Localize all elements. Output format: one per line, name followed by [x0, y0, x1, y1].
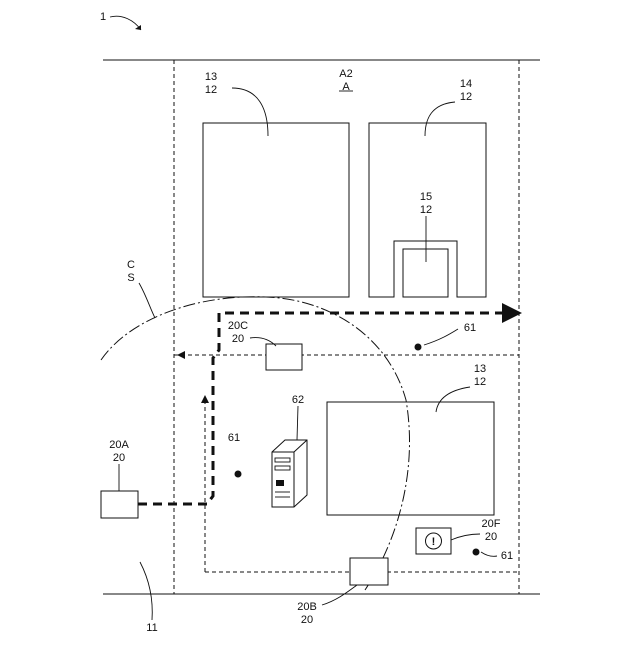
route-upper-arrowhead — [177, 351, 185, 359]
device-20b — [350, 558, 388, 585]
device-20c-ref: 20C — [228, 320, 248, 332]
device-20f-group: 20 — [485, 531, 497, 543]
server-leader — [297, 406, 298, 440]
obstacle-lower-ref: 13 — [474, 363, 486, 375]
gate-group: 12 — [420, 204, 432, 216]
obstacle-lower — [327, 402, 494, 515]
road-leader — [140, 562, 152, 620]
figure-reference: 1 — [100, 11, 141, 30]
obstacle-lower-group: 12 — [474, 376, 486, 388]
obstacle-upper-left — [203, 123, 349, 297]
device-20b-group: 20 — [301, 614, 313, 626]
path-point-top-leader — [424, 329, 458, 345]
obstacle-upper-right-leader — [425, 102, 455, 136]
device-20a-ref: 20A — [109, 439, 129, 451]
range-group-label: S — [127, 272, 134, 284]
figure-number: 1 — [100, 11, 106, 23]
server-icon — [272, 440, 307, 507]
figure-leader — [110, 16, 141, 30]
obstacle-upper-right-group: 12 — [460, 91, 472, 103]
range-leader — [139, 283, 155, 318]
device-20f-leader — [451, 534, 480, 540]
device-20b-ref: 20B — [297, 601, 317, 613]
device-20c-group: 20 — [232, 333, 244, 345]
device-20a — [101, 491, 138, 518]
area-label: A2 A — [339, 68, 353, 93]
range-ref-label: C — [127, 259, 135, 271]
device-20f-ref: 20F — [482, 518, 501, 530]
area-ref-label: A2 — [339, 68, 352, 80]
obstacle-upper-left-group: 12 — [205, 84, 217, 96]
server-ref: 62 — [292, 394, 304, 406]
alert-symbol: ! — [432, 536, 436, 548]
device-20b-leader — [322, 585, 357, 605]
road-ref: 11 — [146, 622, 157, 634]
obstacle-upper-left-ref: 13 — [205, 71, 217, 83]
path-point-left — [235, 471, 242, 478]
path-point-bottom — [473, 549, 480, 556]
device-20c — [266, 344, 302, 370]
gate-ref: 15 — [420, 191, 432, 203]
path-point-bottom-leader — [481, 552, 497, 556]
path-point-left-ref: 61 — [228, 432, 240, 444]
device-20a-group: 20 — [113, 452, 125, 464]
gate-structure — [403, 249, 448, 297]
path-point-bottom-ref: 61 — [501, 550, 513, 562]
obstacle-upper-right-ref: 14 — [460, 78, 472, 90]
path-point-top-ref: 61 — [464, 322, 476, 334]
path-point-top — [415, 344, 422, 351]
